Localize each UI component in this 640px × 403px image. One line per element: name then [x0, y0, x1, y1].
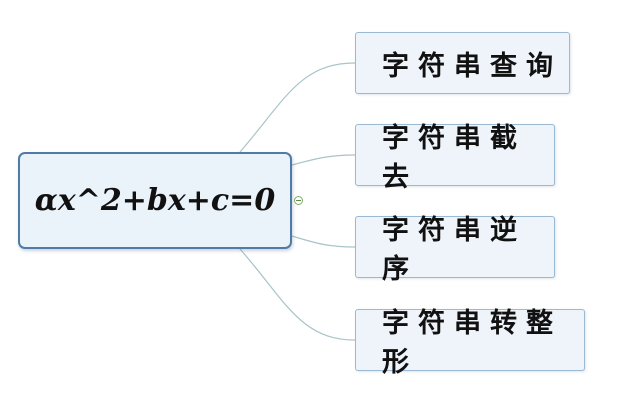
connector-2 — [291, 235, 356, 248]
subtopic-label: 字符串转整形 — [382, 308, 562, 378]
connector-1 — [291, 154, 356, 166]
central-topic-label: αx^2+bx+c=0 — [34, 183, 276, 218]
subtopic-string-to-int[interactable]: 字符串转整形 — [355, 308, 585, 378]
collapse-toggle-icon[interactable] — [294, 196, 303, 205]
central-topic[interactable]: αx^2+bx+c=0 — [18, 152, 292, 249]
subtopic-label: 字符串逆序 — [382, 215, 526, 285]
connector-0 — [239, 62, 356, 153]
subtopic-string-truncate[interactable]: 字符串截去 — [355, 123, 555, 193]
subtopic-string-query[interactable]: 字符串查询 — [355, 32, 570, 94]
subtopic-label: 字符串查询 — [382, 50, 562, 82]
connector-3 — [239, 248, 356, 341]
subtopic-label: 字符串截去 — [382, 123, 526, 193]
subtopic-string-reverse[interactable]: 字符串逆序 — [355, 215, 555, 285]
